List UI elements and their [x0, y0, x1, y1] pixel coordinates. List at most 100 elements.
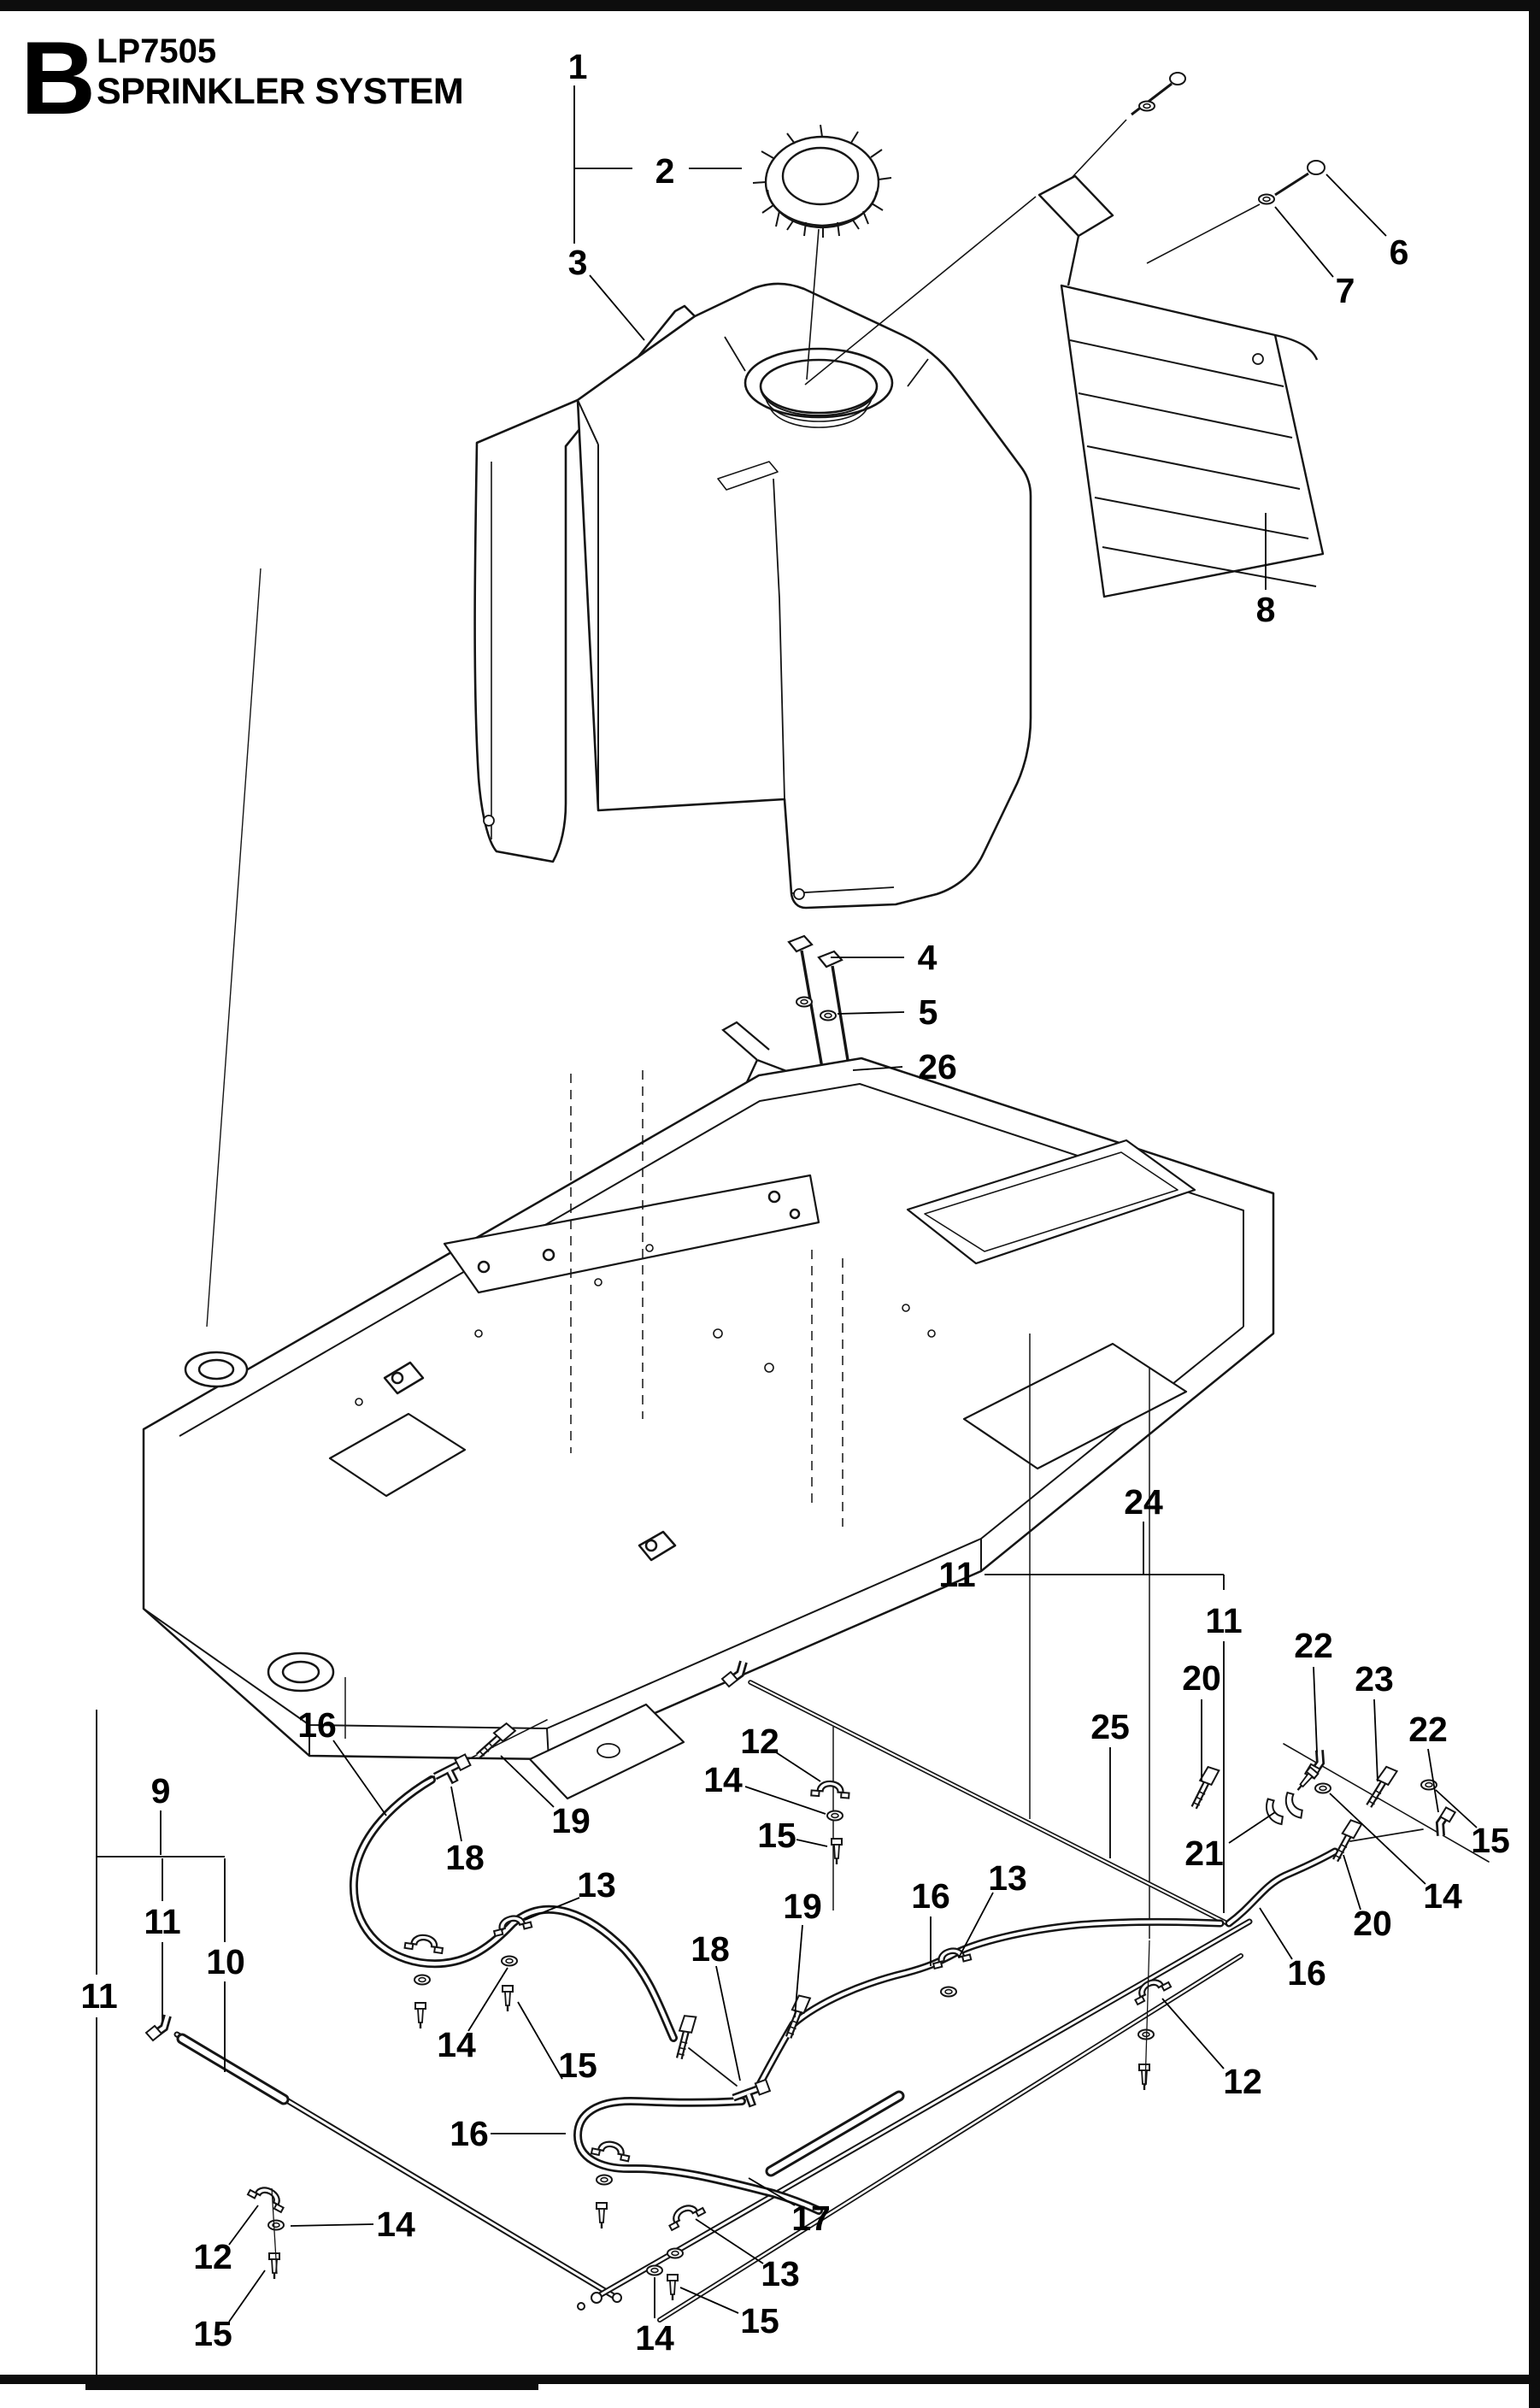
callout-label-22: 22 — [1408, 1710, 1448, 1749]
callout-17-40: 17 — [748, 2177, 831, 2238]
callout-label-14: 14 — [703, 1760, 743, 1799]
callout-label-15: 15 — [193, 2314, 232, 2353]
callout-16-38: 16 — [911, 1876, 950, 1966]
callout-20-15: 20 — [1182, 1658, 1221, 1781]
callout-15-42: 15 — [679, 2287, 779, 2340]
callout-label-23: 23 — [1355, 1659, 1394, 1699]
callout-label-25: 25 — [1090, 1707, 1130, 1746]
callout-14-19: 14 — [1329, 1793, 1462, 1916]
callout-15-32: 15 — [517, 2001, 597, 2085]
callout-label-24: 24 — [1124, 1482, 1163, 1522]
callout-2-1: 2 — [655, 151, 742, 191]
callout-label-8: 8 — [1256, 590, 1276, 629]
callout-label-5: 5 — [919, 992, 938, 1032]
callout-20-20: 20 — [1343, 1854, 1392, 1943]
callout-13-39: 13 — [958, 1858, 1027, 1958]
callout-22-14: 22 — [1408, 1710, 1448, 1813]
callout-label-14: 14 — [376, 2205, 415, 2244]
callout-19-36: 19 — [783, 1887, 822, 2018]
tank-cap — [752, 124, 892, 238]
chassis-deck — [142, 568, 1275, 1800]
callout-14-34: 14 — [703, 1760, 826, 1815]
callout-6-3: 6 — [1325, 174, 1408, 272]
callout-label-17: 17 — [791, 2199, 831, 2238]
fittings-hardware — [146, 1662, 1461, 2302]
callout-label-15: 15 — [1471, 1821, 1510, 1860]
callout-label-4: 4 — [918, 938, 938, 977]
callout-15-35: 15 — [757, 1816, 828, 1855]
callout-label-19: 19 — [551, 1801, 591, 1840]
panel-screws — [804, 72, 1325, 386]
callout-label-16: 16 — [1287, 1953, 1326, 1993]
callout-25-16: 25 — [1090, 1707, 1130, 1858]
callout-label-12: 12 — [740, 1722, 779, 1761]
page-title: SPRINKLER SYSTEM — [97, 71, 464, 112]
callout-13-30: 13 — [524, 1865, 616, 1921]
callout-label-12: 12 — [193, 2237, 232, 2276]
callout-16-21: 16 — [1259, 1907, 1326, 1993]
callout-7-4: 7 — [1274, 206, 1355, 310]
callout-label-13: 13 — [988, 1858, 1027, 1898]
callout-9-23: 9 — [151, 1771, 171, 1855]
callout-label-13: 13 — [761, 2254, 800, 2293]
water-tank — [473, 282, 1032, 910]
callout-1-0: 1 — [568, 47, 632, 244]
callout-5-7: 5 — [837, 992, 938, 1032]
callout-13-41: 13 — [695, 2218, 800, 2293]
callout-3-2: 3 — [568, 243, 645, 341]
callout-label-16: 16 — [450, 2114, 489, 2153]
callout-label-15: 15 — [757, 1816, 796, 1855]
section-letter: B — [21, 20, 97, 136]
callout-15-18: 15 — [1435, 1789, 1510, 1860]
callout-22-12: 22 — [1294, 1626, 1333, 1753]
callout-label-15: 15 — [740, 2301, 779, 2340]
callout-14-43: 14 — [635, 2277, 674, 2358]
callout-label-11: 11 — [1205, 1601, 1242, 1640]
callout-label-11: 11 — [80, 1976, 117, 2016]
callout-12-45: 12 — [193, 2205, 259, 2276]
callout-label-18: 18 — [691, 1929, 730, 1969]
callout-12-33: 12 — [740, 1722, 821, 1782]
callout-label-19: 19 — [783, 1887, 822, 1926]
callout-label-26: 26 — [918, 1047, 957, 1086]
callout-label-3: 3 — [568, 243, 588, 282]
callout-label-15: 15 — [558, 2046, 597, 2085]
callout-label-10: 10 — [206, 1942, 245, 1981]
callout-label-12: 12 — [1223, 2062, 1262, 2101]
callout-11-10: 11 — [938, 1555, 1225, 1594]
callout-label-2: 2 — [655, 151, 675, 191]
callout-16-27: 16 — [297, 1705, 387, 1816]
callout-15-47: 15 — [193, 2270, 266, 2353]
callout-11-26: 11 — [80, 1710, 118, 2375]
callout-label-16: 16 — [911, 1876, 950, 1916]
callout-label-22: 22 — [1294, 1626, 1333, 1665]
callout-18-29: 18 — [445, 1786, 485, 1877]
callout-label-18: 18 — [445, 1838, 485, 1877]
louver-panel — [1037, 174, 1325, 598]
callout-4-6: 4 — [831, 938, 938, 977]
callout-label-1: 1 — [568, 47, 588, 86]
callout-label-14: 14 — [635, 2318, 674, 2358]
callout-10-25: 10 — [206, 1858, 245, 2072]
callout-label-20: 20 — [1182, 1658, 1221, 1698]
callout-label-21: 21 — [1184, 1834, 1224, 1873]
callout-label-13: 13 — [577, 1865, 616, 1905]
callout-label-14: 14 — [437, 2025, 476, 2064]
callout-12-22: 12 — [1161, 1998, 1262, 2101]
callout-label-11: 11 — [144, 1902, 180, 1941]
callout-label-20: 20 — [1353, 1904, 1392, 1943]
callout-14-46: 14 — [290, 2205, 415, 2244]
callout-label-16: 16 — [297, 1705, 337, 1745]
callout-26-8: 26 — [852, 1047, 957, 1086]
callout-24-9: 24 — [1124, 1482, 1163, 1575]
callout-16-44: 16 — [450, 2114, 566, 2153]
callout-14-31: 14 — [437, 1967, 508, 2064]
callout-19-28: 19 — [500, 1755, 591, 1840]
callout-8-5: 8 — [1256, 513, 1276, 629]
callout-label-9: 9 — [151, 1771, 171, 1810]
callout-label-14: 14 — [1423, 1876, 1462, 1916]
